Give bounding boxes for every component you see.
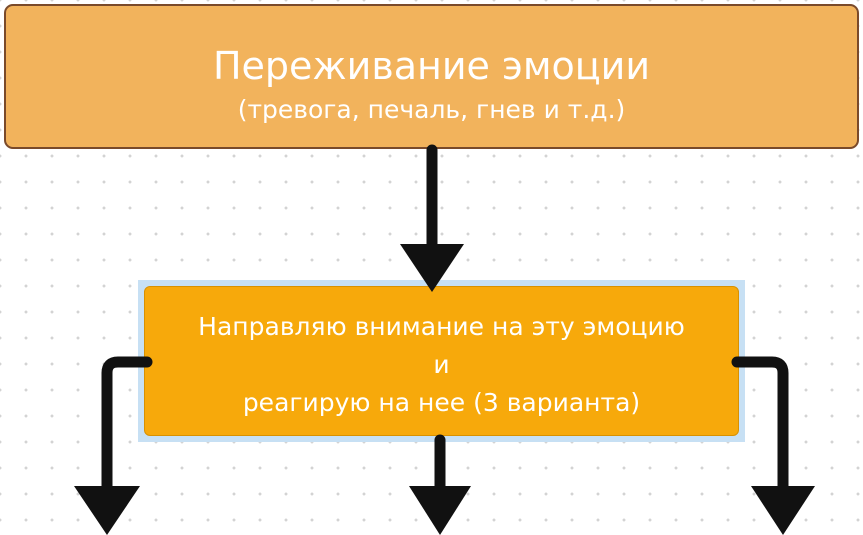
left-branch-connector[interactable] bbox=[101, 356, 153, 494]
arrowhead-down-icon bbox=[400, 244, 464, 292]
attention-node-line-2: и bbox=[433, 350, 450, 379]
emotion-examples-subtitle: (тревога, печаль, гнев и т.д.) bbox=[237, 95, 626, 124]
attention-node-line-3: реагирую на нее (3 варианта) bbox=[242, 388, 641, 417]
emotion-experience-title: Переживание эмоции bbox=[212, 44, 651, 88]
attention-reaction-node[interactable]: Направляю внимание на эту эмоцию и реаги… bbox=[144, 286, 739, 436]
right-branch-connector[interactable] bbox=[731, 356, 789, 494]
arrowhead-down-icon bbox=[74, 486, 140, 535]
arrowhead-down-icon bbox=[751, 486, 815, 535]
arrowhead-down-icon bbox=[409, 486, 471, 535]
emotion-experience-node[interactable]: Переживание эмоции (тревога, печаль, гне… bbox=[4, 4, 859, 149]
attention-node-line-1: Направляю внимание на эту эмоцию bbox=[198, 312, 685, 341]
